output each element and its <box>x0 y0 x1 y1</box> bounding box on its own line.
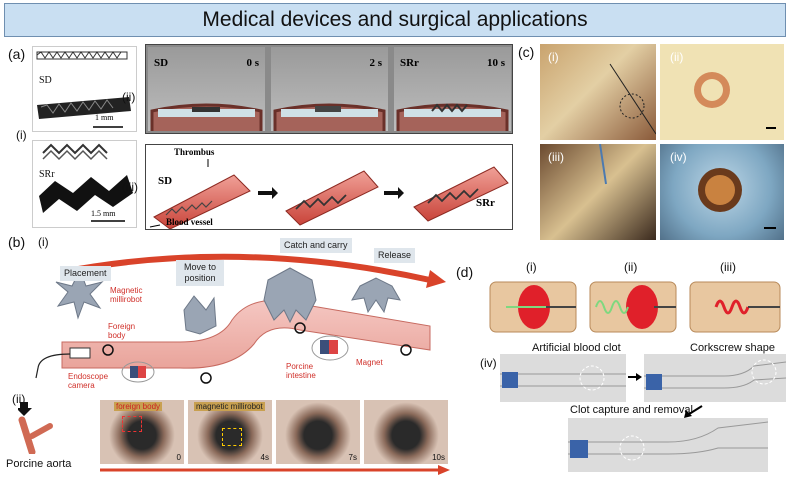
panel-a-iii-sd: SD <box>158 175 173 187</box>
panel-b-label: (b) <box>8 234 26 250</box>
stage-placement: Placement <box>60 266 111 281</box>
b-frame-4s: magnetic millirobot 4s <box>188 400 272 464</box>
sd-robot-drawing <box>36 51 131 128</box>
panel-d-i-label: (i) <box>526 260 537 274</box>
frame-10s: SRr 10 s <box>394 47 511 131</box>
artificial-blood-clot-label: Artificial blood clot <box>532 342 621 354</box>
d-iii-vessel <box>689 281 781 333</box>
d-ii-vessel <box>589 281 677 333</box>
b-frame-7s: 7s <box>276 400 360 464</box>
panel-a-label: (a) <box>8 46 26 62</box>
panel-a-i-srr: SRr <box>39 169 55 180</box>
thrombus-label: Thrombus <box>174 147 215 157</box>
panel-a-i-sd: SD <box>39 75 52 86</box>
frame-0s-time: 0 s <box>246 57 259 69</box>
panel-d-ii-label: (ii) <box>624 260 638 274</box>
panel-d-iv-label: (iv) <box>480 356 497 370</box>
endoscope-camera-label: Endoscope camera <box>68 372 109 390</box>
scale-1mm: 1 mm <box>95 113 114 122</box>
panel-a-iii-srr: SRr <box>476 197 495 209</box>
b-frame-0-tag: foreign body <box>114 402 163 411</box>
d-iv-photo-3 <box>568 418 769 472</box>
scale-1-5mm: 1.5 mm <box>91 209 116 218</box>
panel-a-i-sd-image: SD 1 mm <box>32 46 137 132</box>
frame-10s-state: SRr <box>400 57 419 69</box>
blood-vessel-label: Blood vessel <box>166 217 213 227</box>
magnetic-millirobot-label: Magnetic millirobot <box>110 286 143 304</box>
stage-release: Release <box>374 248 416 263</box>
panel-c-ii-label: (ii) <box>670 50 684 64</box>
time-arrow <box>100 465 450 475</box>
panel-a-ii-frames: SD 0 s 2 s SRr 10 s <box>145 44 513 134</box>
b-frame-0-time: 0 <box>176 453 181 462</box>
panel-a-iii-schematic: Thrombus SD Blood vessel SRr <box>145 144 513 230</box>
panel-c-label: (c) <box>518 44 535 60</box>
b-frame-7s-time: 7s <box>348 453 357 462</box>
stage-move-to-position: Move to position <box>176 260 224 286</box>
corkscrew-shape-label: Corkscrew shape <box>690 342 775 354</box>
panel-b-i-label: (i) <box>38 235 49 249</box>
foreign-body-label: Foreign body <box>108 322 136 340</box>
panel-c-i-label: (i) <box>548 50 559 64</box>
b-frame-0: foreign body 0 <box>100 400 184 464</box>
panel-a-ii-label: (ii) <box>122 90 136 104</box>
porcine-aorta-drawing <box>18 402 53 454</box>
panel-a-i-label: (i) <box>16 128 27 142</box>
panel-d-iii-label: (iii) <box>720 260 736 274</box>
frame-2s-time: 2 s <box>369 57 382 69</box>
panel-a-i-srr-image: SRr 1.5 mm <box>32 140 137 228</box>
d-iv-arrow <box>628 373 642 381</box>
srr-robot-drawing <box>39 143 133 222</box>
millirobot-marker <box>222 428 242 446</box>
frame-2s: 2 s <box>271 47 388 131</box>
panel-c-iv-label: (iv) <box>670 150 687 164</box>
process-arrowhead <box>426 270 446 288</box>
panel-d-label: (d) <box>456 264 474 280</box>
title-banner: Medical devices and surgical application… <box>4 3 786 37</box>
b-frame-4s-time: 4s <box>260 453 269 462</box>
porcine-aorta-label: Porcine aorta <box>6 458 72 470</box>
porcine-intestine-label: Porcine intestine <box>286 362 316 380</box>
panel-b-i-schematic <box>35 253 446 384</box>
panel-c-iv-photo: (iv) <box>660 144 784 240</box>
foreign-body-marker <box>122 416 142 432</box>
clot-capture-label: Clot capture and removal <box>570 404 693 416</box>
panel-d-schematics <box>489 281 781 333</box>
d-i-vessel <box>489 281 577 333</box>
frame-0s: SD 0 s <box>148 47 265 131</box>
vessel-schematic-drawing <box>149 159 509 230</box>
panel-c-ii-photo: (ii) <box>660 44 784 140</box>
d-iv-photo-2 <box>644 354 787 402</box>
panel-b-ii-frames: foreign body 0 magnetic millirobot 4s 7s… <box>100 400 448 464</box>
capture-pointer-arrow <box>684 405 703 418</box>
magnet-label: Magnet <box>356 358 383 367</box>
page-title: Medical devices and surgical application… <box>202 8 588 31</box>
frame-0s-state: SD <box>154 57 169 69</box>
panel-c-iii-label: (iii) <box>548 150 564 164</box>
b-frame-4s-tag: magnetic millirobot <box>194 402 265 411</box>
panel-a-iii-label: (iii) <box>122 180 138 194</box>
d-iv-photo-1 <box>500 354 626 402</box>
b-frame-10s-time: 10s <box>432 453 445 462</box>
b-frame-10s: 10s <box>364 400 448 464</box>
stage-catch-and-carry: Catch and carry <box>280 238 352 253</box>
panel-c-i-photo: (i) <box>540 44 657 140</box>
frame-10s-time: 10 s <box>486 57 505 69</box>
panel-c-iii-photo: (iii) <box>540 143 656 240</box>
